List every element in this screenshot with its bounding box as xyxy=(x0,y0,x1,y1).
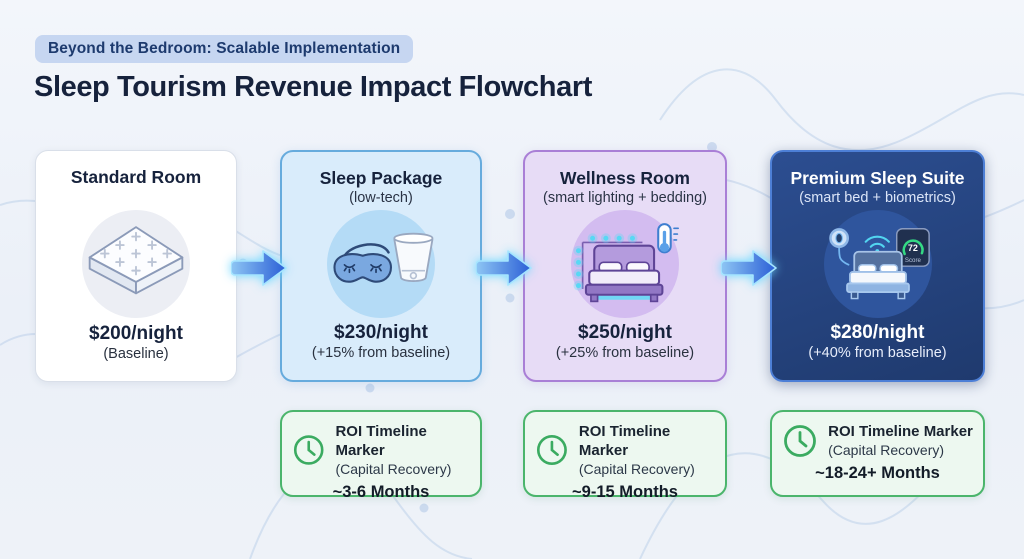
flow-arrow-icon xyxy=(476,250,532,286)
sleep-score-chip: 72 Score xyxy=(895,228,930,267)
sleep-mask-and-diffuser-icon xyxy=(333,232,434,283)
card-title: Sleep Package xyxy=(319,168,443,188)
clock-icon xyxy=(784,424,817,457)
sleep-sensor-icon xyxy=(828,228,849,266)
sleep-score-label: Score xyxy=(904,257,921,264)
card-note: (+15% from baseline) xyxy=(311,345,451,361)
card-subtitle: (low-tech) xyxy=(349,190,413,206)
icon-background-circle xyxy=(327,210,435,318)
card-subtitle: (smart lighting + bedding) xyxy=(542,190,708,206)
roi-marker-sleep-package: ROI Timeline Marker (Capital Recovery) ~… xyxy=(280,410,482,501)
icon-background-circle xyxy=(571,210,679,318)
card-title: Premium Sleep Suite xyxy=(790,168,965,188)
card-premium-sleep-suite: Premium Sleep Suite (smart bed + biometr… xyxy=(770,150,985,382)
icon-background-circle xyxy=(82,210,190,318)
card-price: $280/night xyxy=(830,322,925,343)
roi-duration: ~9-15 Months xyxy=(572,483,678,501)
wifi-icon xyxy=(864,235,890,248)
roi-subtitle: (Capital Recovery) xyxy=(578,461,695,477)
clock-icon xyxy=(293,435,324,465)
card-price: $230/night xyxy=(334,322,428,343)
card-wellness-room: Wellness Room (smart lighting + bedding) xyxy=(523,150,727,382)
card-sleep-package: Sleep Package (low-tech) xyxy=(280,150,482,382)
clock-icon xyxy=(536,435,567,465)
roi-title: ROI Timeline Marker xyxy=(578,423,671,459)
flow-arrow-icon xyxy=(231,250,287,286)
card-title: Standard Room xyxy=(70,167,202,187)
card-note: (+40% from baseline) xyxy=(808,345,947,361)
card-subtitle: (smart bed + biometrics) xyxy=(799,190,956,206)
roi-duration: ~18-24+ Months xyxy=(815,464,940,482)
roi-marker-wellness-room: ROI Timeline Marker (Capital Recovery) ~… xyxy=(523,410,727,501)
roi-title: ROI Timeline Marker xyxy=(335,423,427,459)
roi-title: ROI Timeline Marker xyxy=(828,423,973,440)
page-title: Sleep Tourism Revenue Impact Flowchart xyxy=(34,71,592,103)
card-price: $200/night xyxy=(89,323,183,344)
roi-duration: ~3-6 Months xyxy=(332,483,430,501)
card-title: Wellness Room xyxy=(560,168,690,188)
roi-subtitle: (Capital Recovery) xyxy=(335,461,452,477)
icon-background-circle: 72 Score xyxy=(823,210,932,318)
card-note: (Baseline) xyxy=(103,346,169,362)
mattress-icon xyxy=(88,226,184,295)
flow-arrow-icon xyxy=(721,250,777,286)
biometric-smart-bed-icon: 72 Score xyxy=(828,228,930,300)
section-badge: Beyond the Bedroom: Scalable Implementat… xyxy=(35,35,414,63)
sleep-score-value: 72 xyxy=(907,243,917,253)
roi-subtitle: (Capital Recovery) xyxy=(828,442,945,458)
card-standard-room: Standard Room $200/night xyxy=(35,150,237,382)
smart-lighting-bed-icon xyxy=(573,223,679,303)
card-price: $250/night xyxy=(578,322,672,343)
roi-marker-premium-suite: ROI Timeline Marker (Capital Recovery) ~… xyxy=(770,410,985,497)
card-note: (+25% from baseline) xyxy=(555,345,695,361)
